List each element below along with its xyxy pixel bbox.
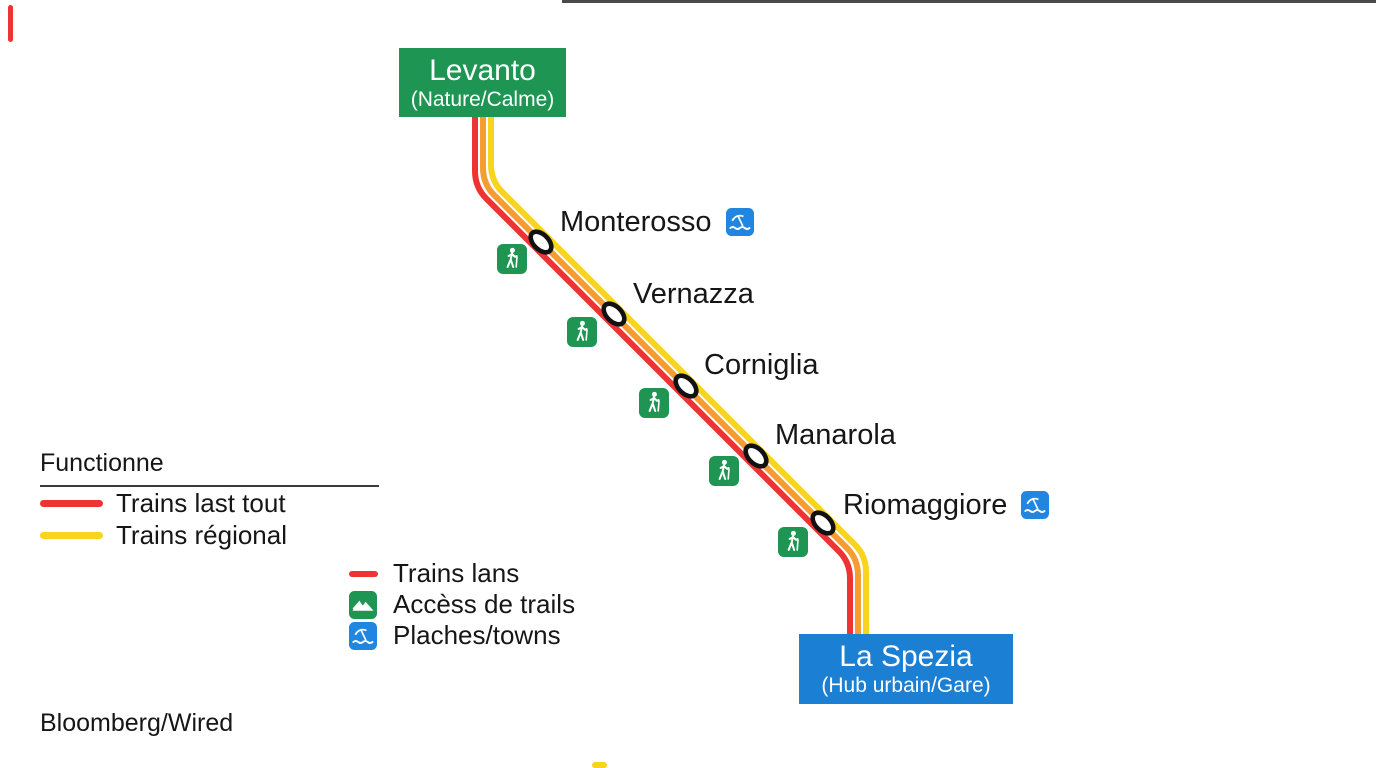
station-label-manarola: Manarola xyxy=(775,418,896,451)
hiker-icon xyxy=(567,317,597,347)
station-name: Riomaggiore xyxy=(843,488,1008,521)
left-edge-red-mark xyxy=(8,5,13,42)
legend-key xyxy=(348,570,378,577)
legend-label: Plaches/towns xyxy=(393,620,561,650)
yellow-line-swatch xyxy=(40,531,103,539)
hiker-icon xyxy=(639,388,669,418)
legend-row-regional-trains: Trains régional xyxy=(40,519,380,551)
rail-stripe-red xyxy=(472,112,853,640)
station-label-riomaggiore: Riomaggiore xyxy=(843,488,1049,521)
levanto-title: Levanto xyxy=(429,53,536,87)
bottom-edge-yellow-mark xyxy=(592,762,607,768)
attribution-text: Bloomberg/Wired xyxy=(40,709,234,737)
station-marker-vernazza xyxy=(601,301,627,327)
mountain-icon xyxy=(349,591,377,619)
legend-key xyxy=(348,591,378,619)
hiker-icon xyxy=(497,244,527,274)
la-spezia-subtitle: (Hub urbain/Gare) xyxy=(821,674,991,698)
legend-label: Trains last tout xyxy=(116,487,286,518)
station-name: Vernazza xyxy=(633,277,754,310)
red-line-swatch xyxy=(348,570,378,577)
hiker-icon xyxy=(709,456,739,486)
legend-title: Functionne xyxy=(40,449,164,477)
station-markers xyxy=(528,229,836,536)
beach-icon xyxy=(1021,491,1049,519)
station-marker-manarola xyxy=(743,443,769,469)
legend-row-fast-trains: Trains last tout xyxy=(40,487,380,519)
red-line-swatch xyxy=(40,499,103,507)
station-marker-monterosso xyxy=(528,229,554,255)
station-label-corniglia: Corniglia xyxy=(704,348,819,381)
legend-row-trail-access: Accèss de trails xyxy=(348,589,575,620)
station-label-vernazza: Vernazza xyxy=(633,277,754,310)
levanto-subtitle: (Nature/Calme) xyxy=(410,87,555,111)
legend-row-trains: Trains lans xyxy=(348,558,575,589)
legend-key xyxy=(348,622,378,650)
legend-secondary: Trains lans Accèss de trails Plaches/tow… xyxy=(348,558,575,651)
legend-row-beaches: Plaches/towns xyxy=(348,620,575,651)
beach-icon xyxy=(726,208,754,236)
legend-label: Trains régional xyxy=(116,519,288,550)
legend-divider xyxy=(40,485,379,487)
legend-primary: Functionne Trains last tout Trains régio… xyxy=(40,449,380,551)
legend-label: Accèss de trails xyxy=(393,589,576,619)
top-edge-line xyxy=(562,0,1376,3)
station-label-monterosso: Monterosso xyxy=(560,205,754,238)
la-spezia-title: La Spezia xyxy=(839,640,973,674)
station-marker-corniglia xyxy=(673,373,699,399)
station-name: Corniglia xyxy=(704,348,819,381)
rail-stripe-orange xyxy=(480,112,861,640)
beach-icon xyxy=(349,622,377,650)
legend-label: Trains lans xyxy=(393,558,520,588)
hiker-icon xyxy=(778,527,808,557)
terminal-box-la-spezia: La Spezia (Hub urbain/Gare) xyxy=(799,634,1013,704)
rail-stripe-yellow xyxy=(488,112,869,640)
station-name: Monterosso xyxy=(560,205,712,238)
terminal-box-levanto: Levanto (Nature/Calme) xyxy=(399,48,566,117)
station-name: Manarola xyxy=(775,418,896,451)
station-marker-riomaggiore xyxy=(810,510,836,536)
